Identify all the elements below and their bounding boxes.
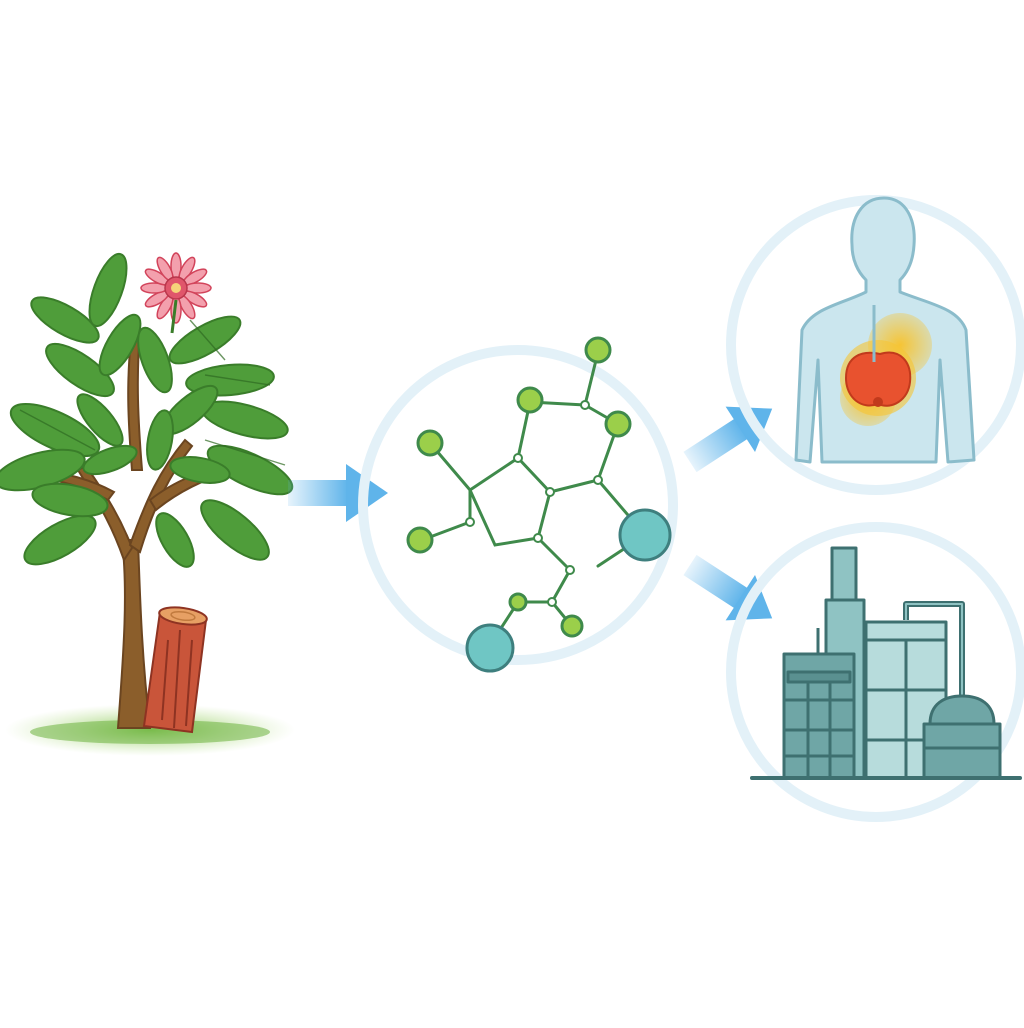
human-torso-with-organ-icon	[726, 195, 1024, 495]
organ-icon	[840, 305, 932, 426]
arrow-up-right-icon	[683, 406, 773, 473]
tree-with-flower-and-bark-icon	[0, 252, 295, 756]
industrial-factory-icon	[726, 522, 1024, 822]
molecule-halo	[358, 345, 678, 665]
factory-halo	[726, 522, 1024, 822]
molecule-structure-icon	[358, 336, 678, 673]
arrow-right-icon	[288, 464, 388, 522]
molecule-bonds	[420, 350, 647, 647]
molecule-junctions	[465, 400, 603, 607]
bark-log-icon	[142, 606, 208, 734]
molecule-atoms-teal	[465, 508, 672, 673]
arrow-down-right-icon	[683, 554, 773, 621]
molecule-atoms-green	[406, 336, 632, 638]
flower-icon	[140, 252, 212, 334]
